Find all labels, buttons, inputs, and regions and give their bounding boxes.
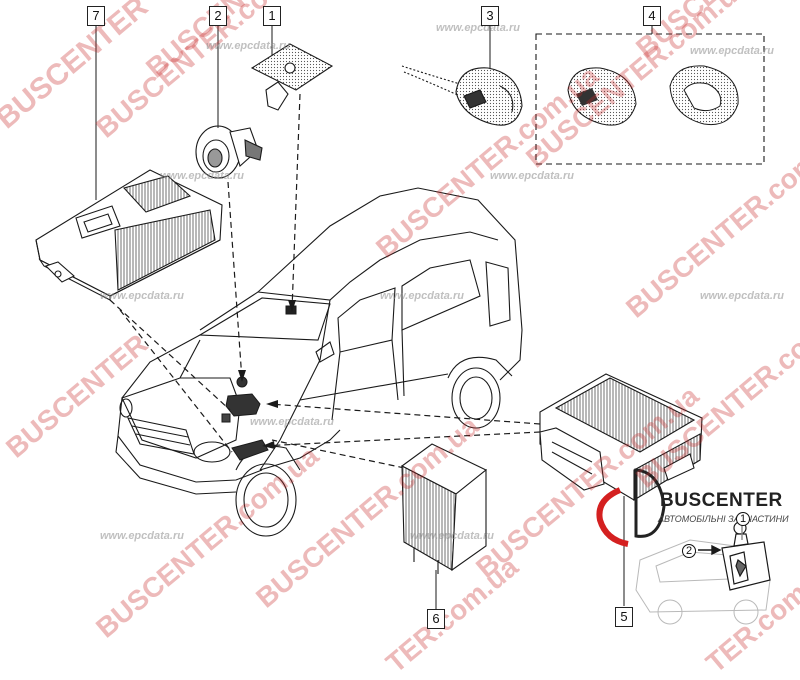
- watermark-epc-9: www.epcdata.ru: [250, 416, 334, 428]
- callout-6: 6: [427, 609, 445, 629]
- watermark-epc-7: www.epcdata.ru: [100, 290, 184, 302]
- watermark-epc-1: www.epcdata.ru: [206, 40, 290, 52]
- watermark-epc-5: www.epcdata.ru: [690, 45, 774, 57]
- leader-lines: [109, 93, 541, 471]
- callout-leaders: [95, 24, 653, 610]
- watermark-epc-3: www.epcdata.ru: [436, 22, 520, 34]
- watermark-epc-4: www.epcdata.ru: [490, 170, 574, 182]
- inset-label-2: 2: [682, 544, 696, 558]
- inset-key: [721, 521, 771, 591]
- watermark-epc-11: www.epcdata.ru: [410, 530, 494, 542]
- part-6-relay: [400, 443, 488, 574]
- diagram-drawing: [35, 24, 771, 625]
- watermark-epc-6: www.epcdata.ru: [380, 290, 464, 302]
- part-4-key-shells: [535, 33, 765, 165]
- part-7-module: [35, 169, 223, 301]
- logo-tagline: АВТОМОБІЛЬНІ ЗАПЧАСТИНИ: [658, 514, 789, 524]
- leader-arrowheads: [238, 300, 296, 449]
- callout-4: 4: [643, 6, 661, 26]
- logo-name: BUSCENTER: [660, 490, 783, 511]
- watermark-epc-8: www.epcdata.ru: [700, 290, 784, 302]
- callout-7: 7: [87, 6, 105, 26]
- part-3-key: [401, 65, 523, 126]
- watermark-epc-2: www.epcdata.ru: [160, 170, 244, 182]
- van-installed-parts: [221, 305, 297, 461]
- part-2-ignition-switch: [195, 125, 263, 179]
- inset-label-1: 1: [736, 512, 750, 526]
- callout-5: 5: [615, 607, 633, 627]
- part-5-control-unit: [539, 373, 703, 501]
- callout-1: 1: [263, 6, 281, 26]
- watermark-epc-10: www.epcdata.ru: [100, 530, 184, 542]
- van-outline: [115, 187, 523, 537]
- part-1-transponder: [250, 43, 334, 111]
- callout-3: 3: [481, 6, 499, 26]
- callout-2: 2: [209, 6, 227, 26]
- buscenter-logo-mark: [596, 468, 666, 547]
